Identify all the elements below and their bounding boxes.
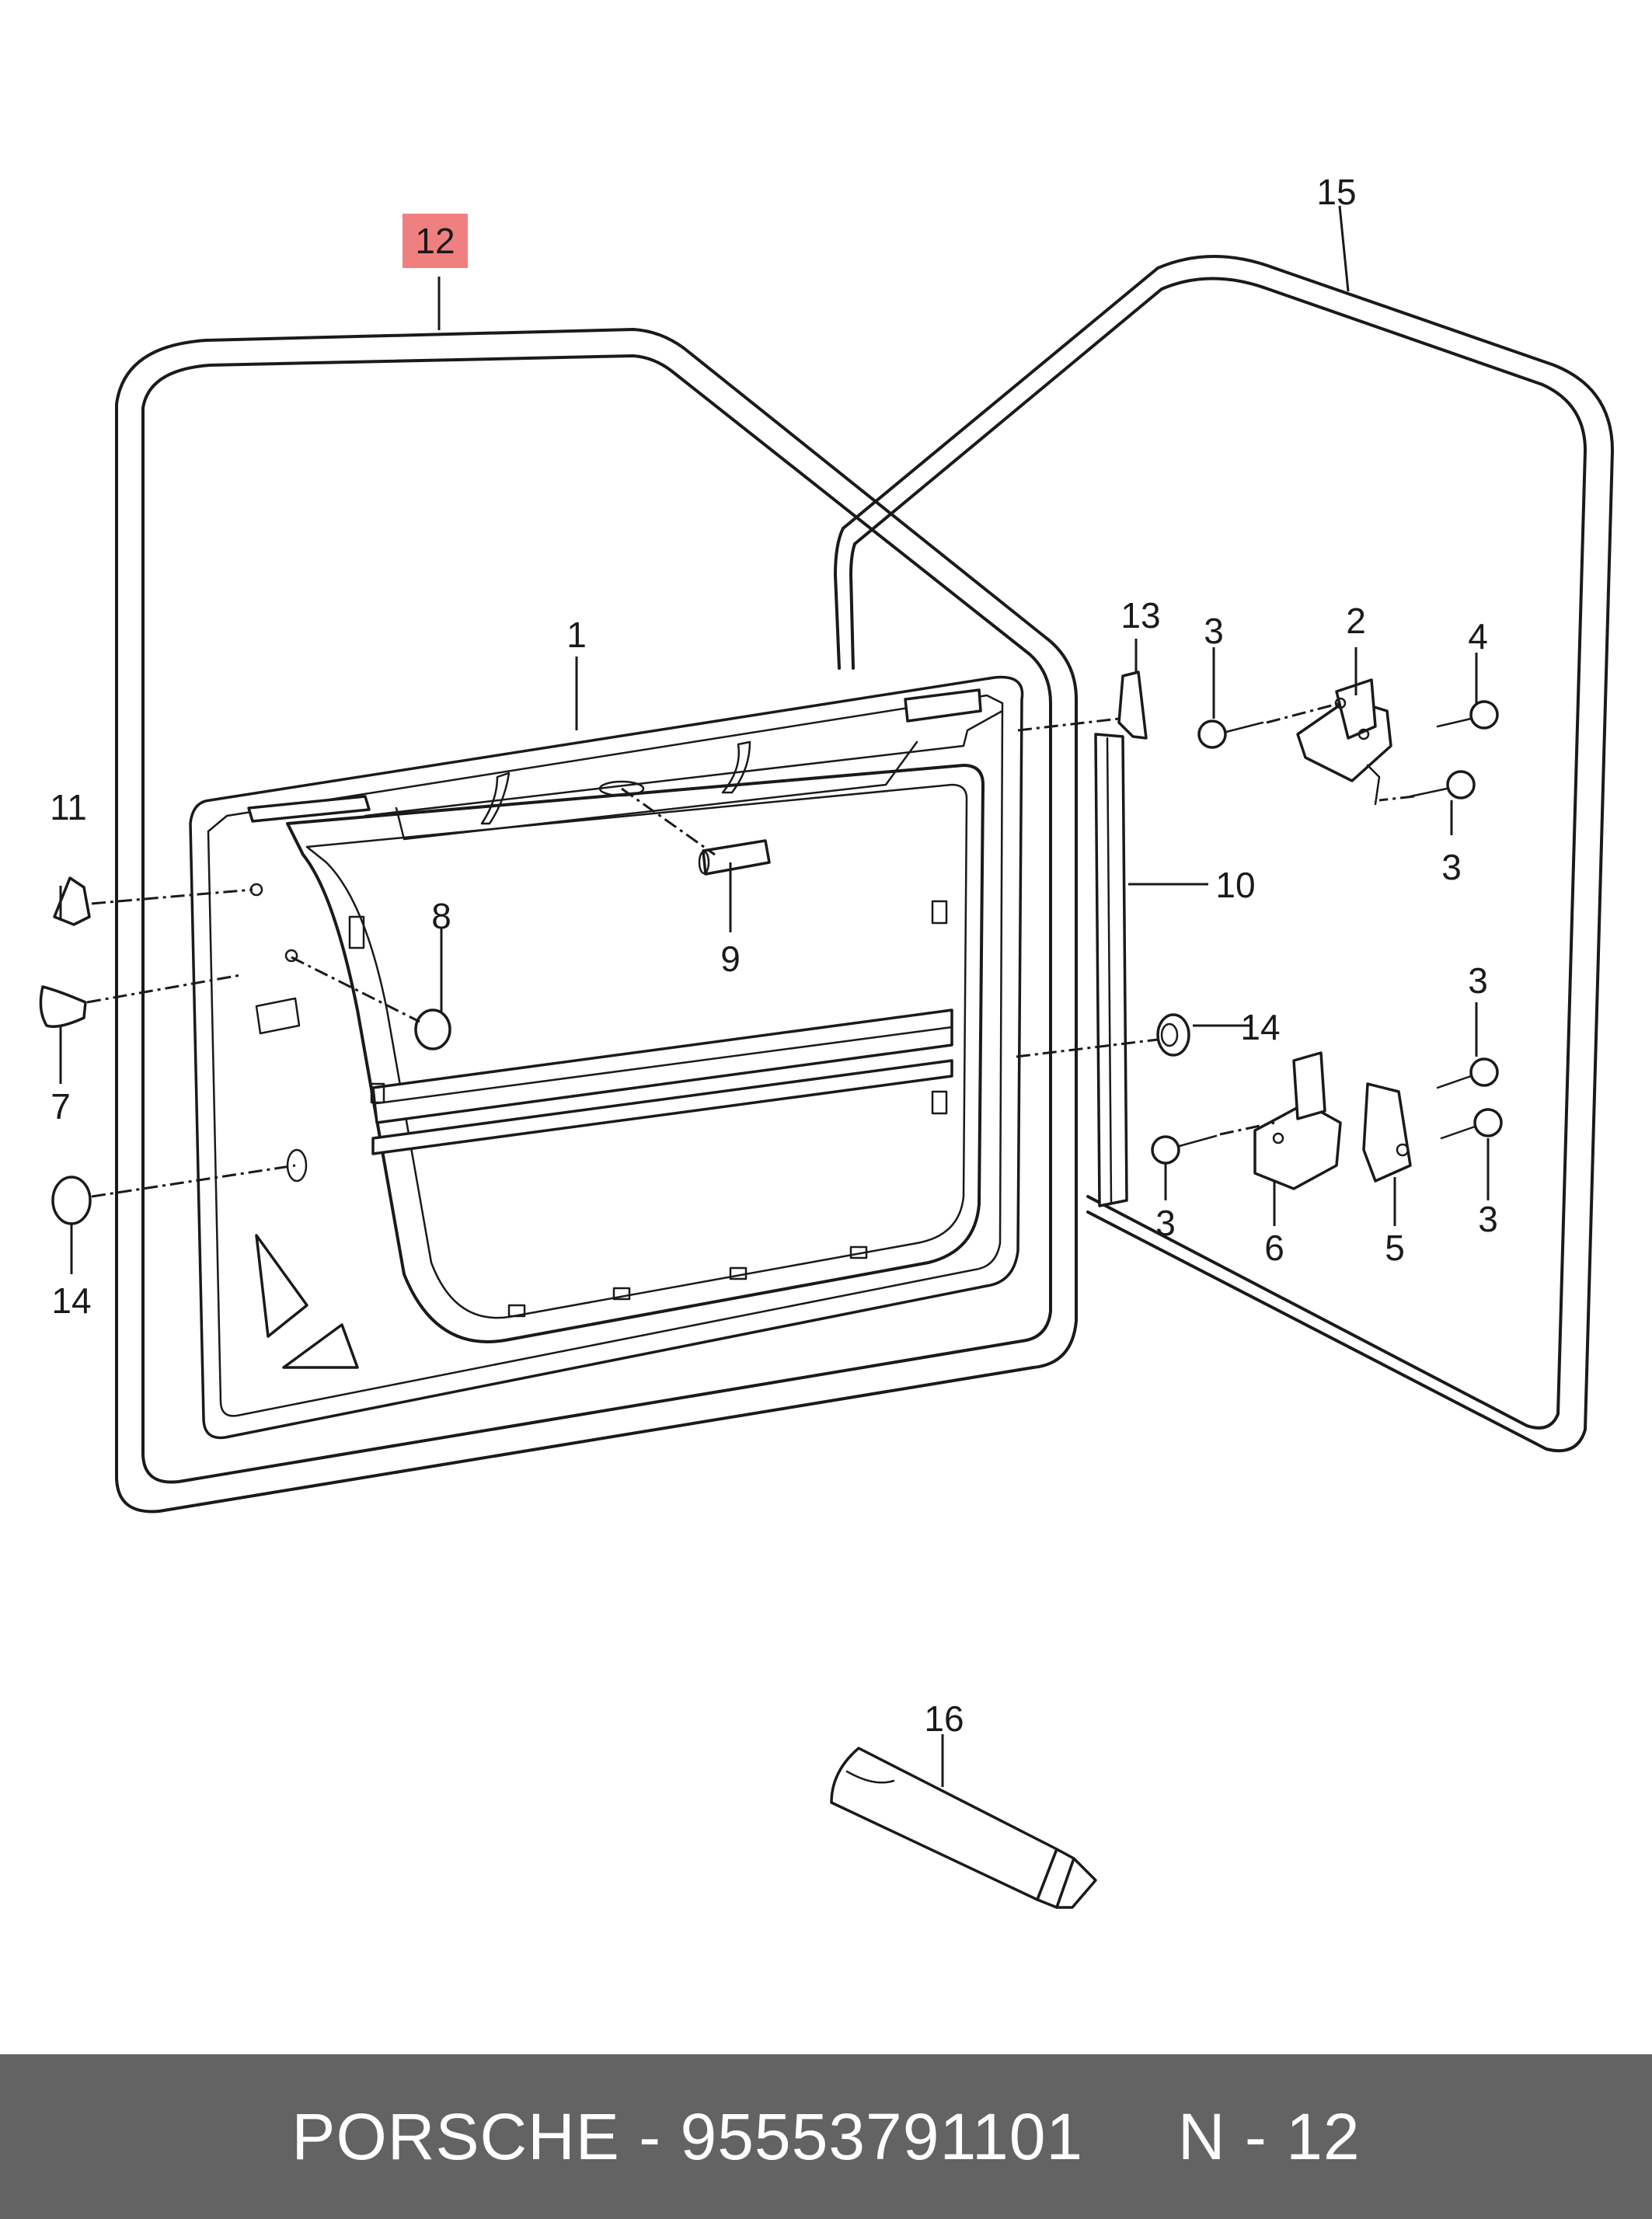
callout-labels: 12 15 1 13 3 2 4 3 11 8 9 10 7 14 3 14 3… (50, 172, 1498, 1739)
callout-14a: 14 (1240, 1007, 1280, 1047)
callout-10: 10 (1215, 865, 1255, 905)
callout-12-highlight (403, 214, 468, 268)
sealant-tube (830, 1747, 1097, 1909)
door-parts-diagram: 12 15 1 13 3 2 4 3 11 8 9 10 7 14 3 14 3… (39, 172, 1614, 1909)
callout-9: 9 (720, 939, 741, 979)
callout-3e: 3 (1478, 1199, 1498, 1239)
callout-16: 16 (924, 1698, 964, 1739)
callout-3b: 3 (1441, 847, 1462, 887)
callout-1: 1 (566, 615, 587, 655)
plug (414, 1008, 451, 1050)
cone-cap (39, 985, 87, 1028)
trim-clip (1117, 671, 1148, 740)
door-inner-panel (189, 675, 1024, 1440)
buffer (702, 839, 771, 876)
callout-3a: 3 (1204, 611, 1224, 651)
callout-2: 2 (1346, 601, 1366, 641)
callout-4: 4 (1468, 616, 1488, 657)
grommet-left (51, 1176, 92, 1225)
callout-14b: 14 (51, 1280, 91, 1321)
callout-3c: 3 (1468, 960, 1488, 1001)
assembly-lines (86, 702, 1415, 1198)
callout-7: 7 (51, 1086, 71, 1127)
footer-bar: PORSCHE - 95553791101 N - 12 (0, 2054, 1652, 2219)
callout-5: 5 (1385, 1228, 1405, 1268)
door-seal-front (115, 328, 1078, 1514)
footer-part-number: PORSCHE - 95553791101 N - 12 (291, 2099, 1361, 2173)
callout-leaders (59, 205, 1490, 1787)
callout-6: 6 (1264, 1228, 1284, 1268)
callout-8: 8 (431, 896, 451, 936)
callout-12: 12 (415, 221, 455, 261)
lower-hinge (1253, 1051, 1412, 1190)
door-strip (1094, 733, 1128, 1207)
callout-15: 15 (1316, 172, 1356, 212)
callout-13: 13 (1121, 595, 1160, 636)
callout-11: 11 (50, 787, 87, 827)
upper-hinge (1296, 678, 1392, 806)
side-cap (53, 876, 91, 926)
callout-3d: 3 (1155, 1203, 1176, 1243)
door-seal-rear (834, 255, 1614, 1453)
screw-bolts (1151, 700, 1503, 1165)
